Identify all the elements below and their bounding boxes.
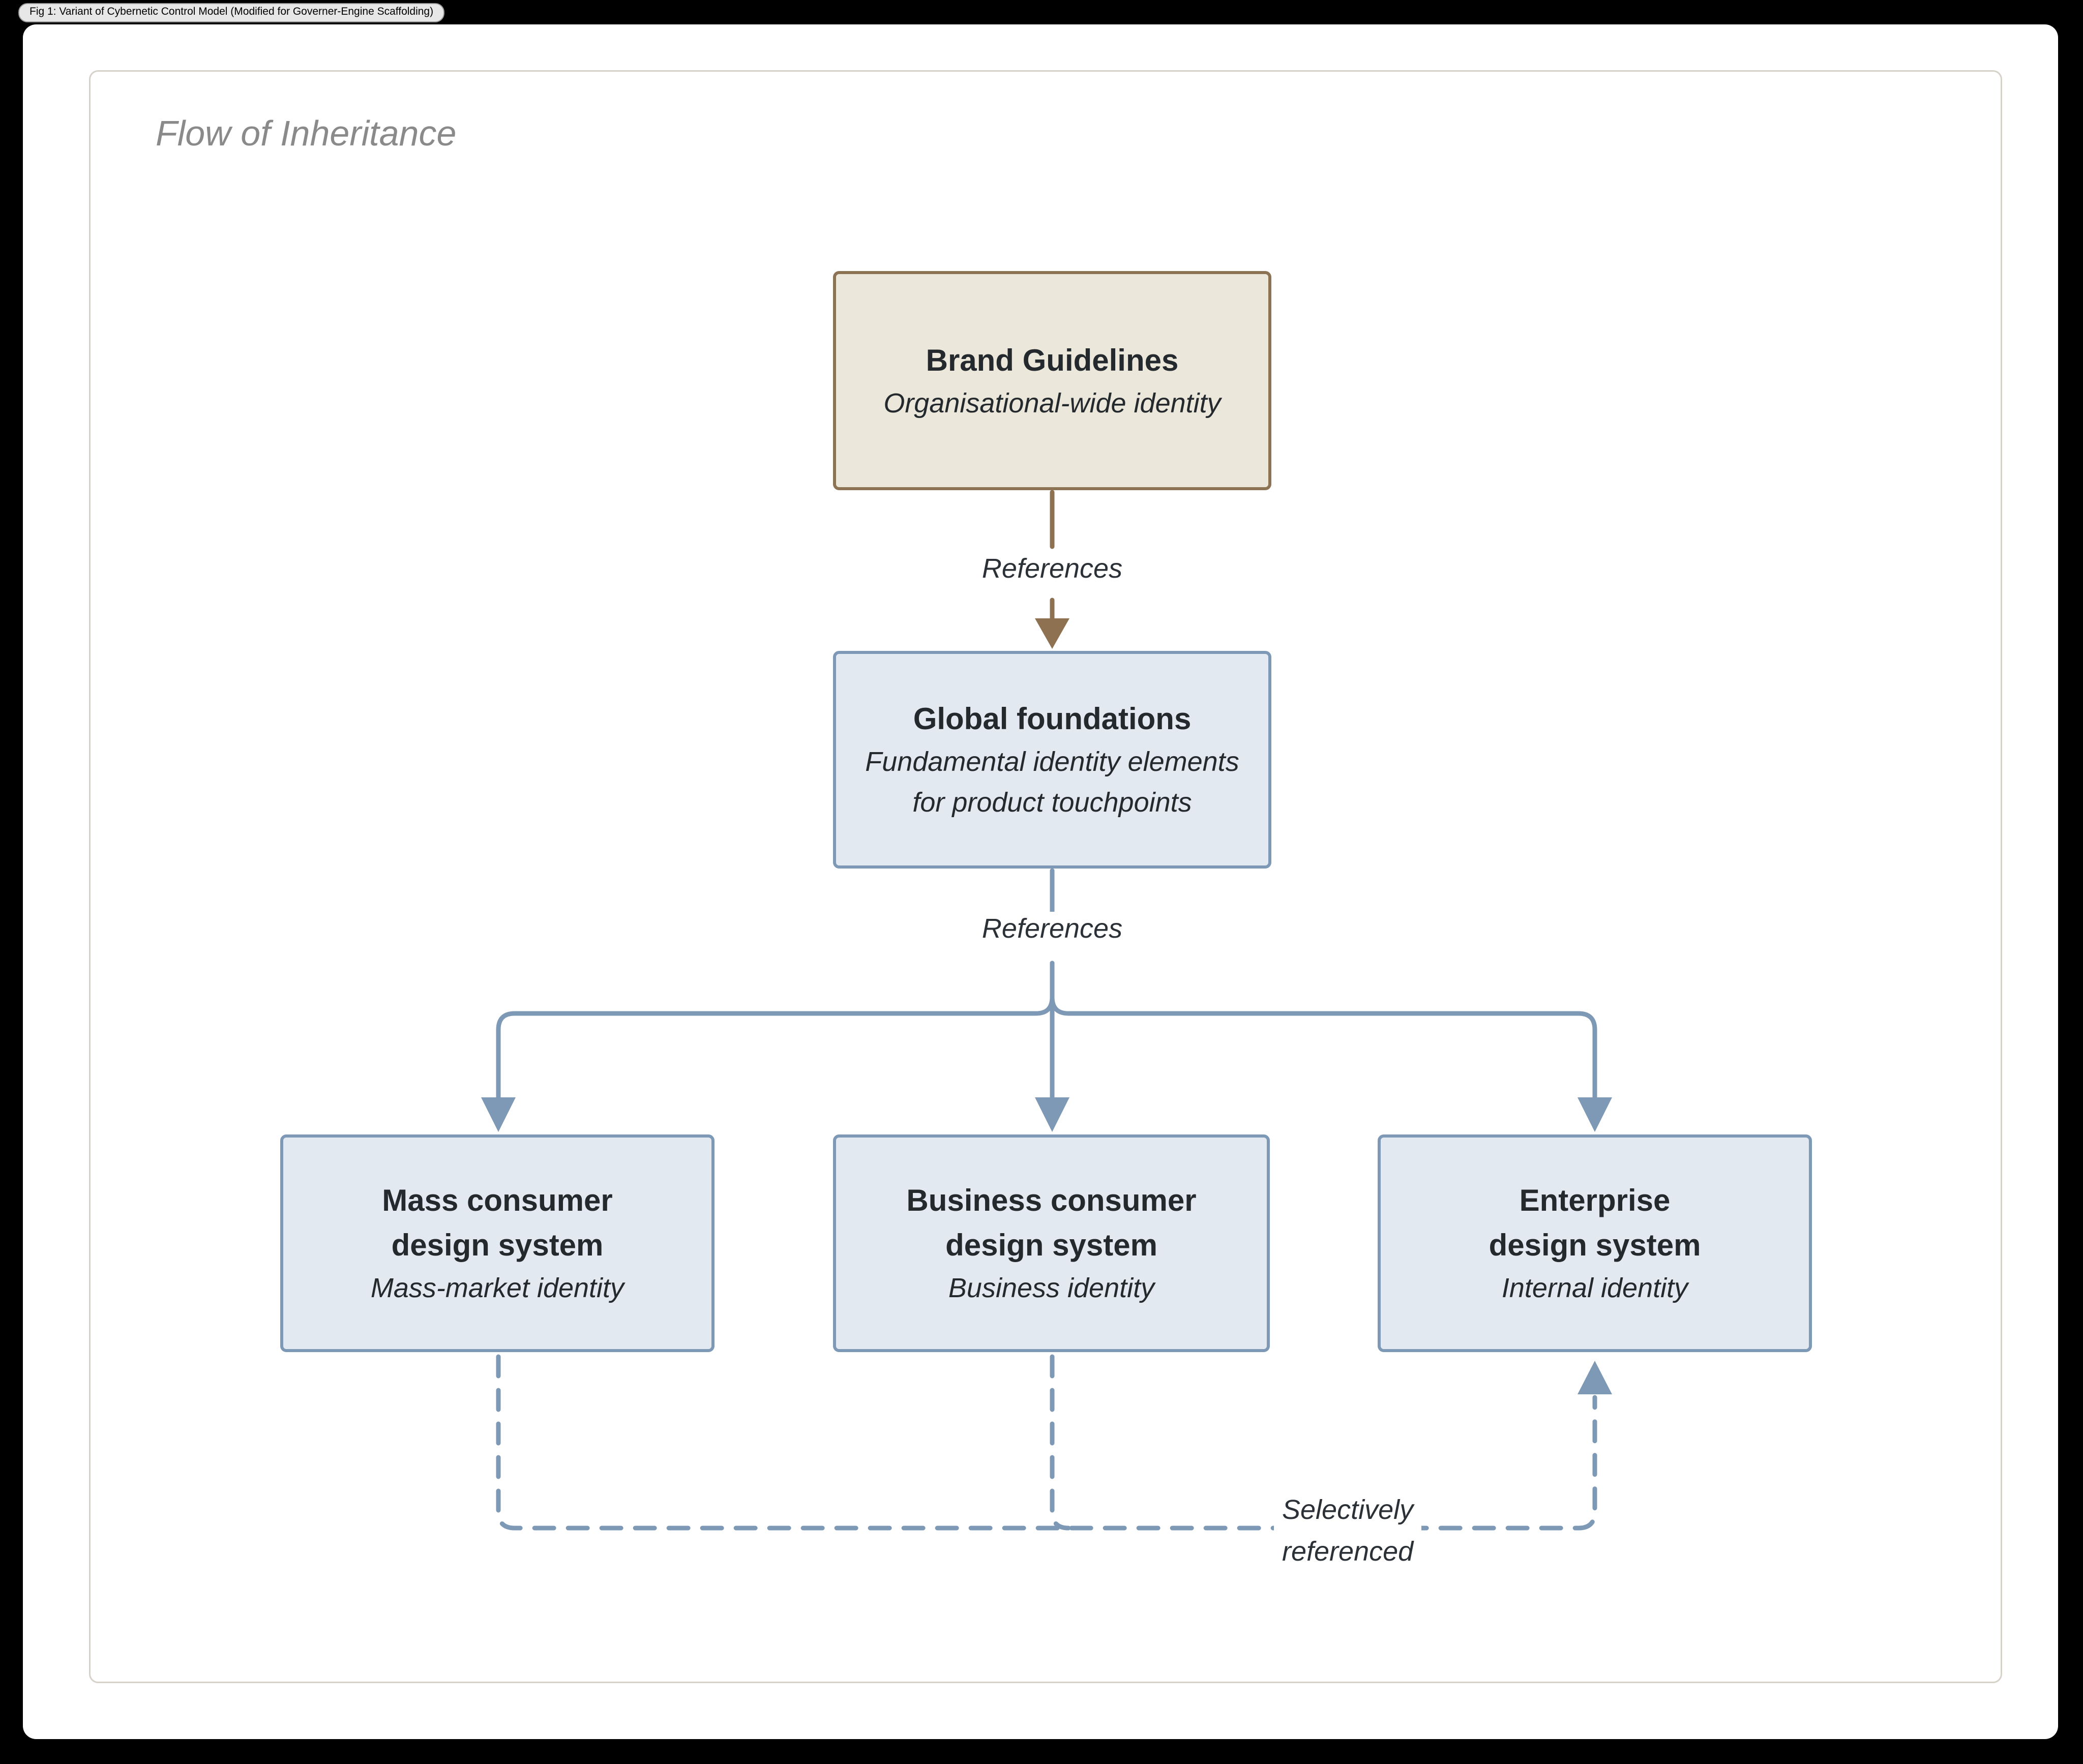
business-arrowhead: [1035, 1097, 1069, 1132]
box-title-line: Mass consumer: [382, 1183, 613, 1217]
business-to-enterprise-dashed-line: [1050, 1354, 1071, 1531]
box-subtitle-line: Internal identity: [1501, 1273, 1688, 1303]
global-to-enterprise-line: [1050, 961, 1597, 1100]
references-label-2: References: [973, 912, 1131, 945]
box-enterprise: Enterprise design system Internal identi…: [1378, 1134, 1812, 1352]
box-subtitle-line: Business identity: [948, 1273, 1155, 1303]
enterprise-arrowhead: [1578, 1097, 1612, 1132]
box-global-foundations: Global foundations Fundamental identity …: [833, 651, 1271, 869]
box-subtitle-line: Fundamental identity elements: [865, 746, 1239, 777]
mass-to-enterprise-dashed-line: [496, 1354, 1597, 1531]
box-title: Brand Guidelines: [926, 338, 1179, 383]
box-title: Global foundations: [913, 697, 1192, 741]
global-to-mass-line: [496, 961, 1055, 1100]
box-title-line: Enterprise: [1519, 1183, 1671, 1217]
box-subtitle-line: Organisational-wide identity: [883, 387, 1221, 418]
box-title: Business consumer design system: [906, 1178, 1196, 1268]
box-subtitle-line: Mass-market identity: [370, 1273, 624, 1303]
box-subtitle: Fundamental identity elements for produc…: [865, 741, 1239, 823]
box-title-line: design system: [391, 1228, 604, 1262]
figure-caption-pill: Fig 1: Variant of Cybernetic Control Mod…: [18, 3, 445, 22]
box-mass-consumer: Mass consumer design system Mass-market …: [280, 1134, 715, 1352]
box-subtitle: Business identity: [948, 1268, 1154, 1308]
mass-arrowhead: [481, 1097, 516, 1132]
brand-to-global-arrowhead: [1035, 618, 1069, 649]
box-subtitle: Internal identity: [1502, 1268, 1688, 1308]
panel-title: Flow of Inheritance: [156, 113, 457, 153]
box-title-line: design system: [1489, 1228, 1701, 1262]
box-subtitle: Organisational-wide identity: [883, 383, 1221, 424]
selectively-referenced-line: Selectively: [1282, 1494, 1414, 1525]
enterprise-dashed-arrowhead: [1578, 1361, 1612, 1394]
box-title-line: Global foundations: [913, 702, 1192, 736]
box-subtitle: Mass-market identity: [371, 1268, 624, 1308]
box-brand-guidelines: Brand Guidelines Organisational-wide ide…: [833, 271, 1271, 490]
box-subtitle-line: for product touchpoints: [912, 787, 1192, 818]
selectively-referenced-label: Selectively referenced: [1274, 1489, 1422, 1572]
selectively-referenced-line: referenced: [1282, 1536, 1414, 1567]
box-title-line: design system: [945, 1228, 1157, 1262]
references-label-1: References: [973, 552, 1131, 585]
box-title-line: Business consumer: [906, 1183, 1197, 1217]
box-title: Enterprise design system: [1489, 1178, 1701, 1268]
box-business-consumer: Business consumer design system Business…: [833, 1134, 1270, 1352]
box-title-line: Brand Guidelines: [926, 343, 1179, 377]
box-title: Mass consumer design system: [382, 1178, 613, 1268]
